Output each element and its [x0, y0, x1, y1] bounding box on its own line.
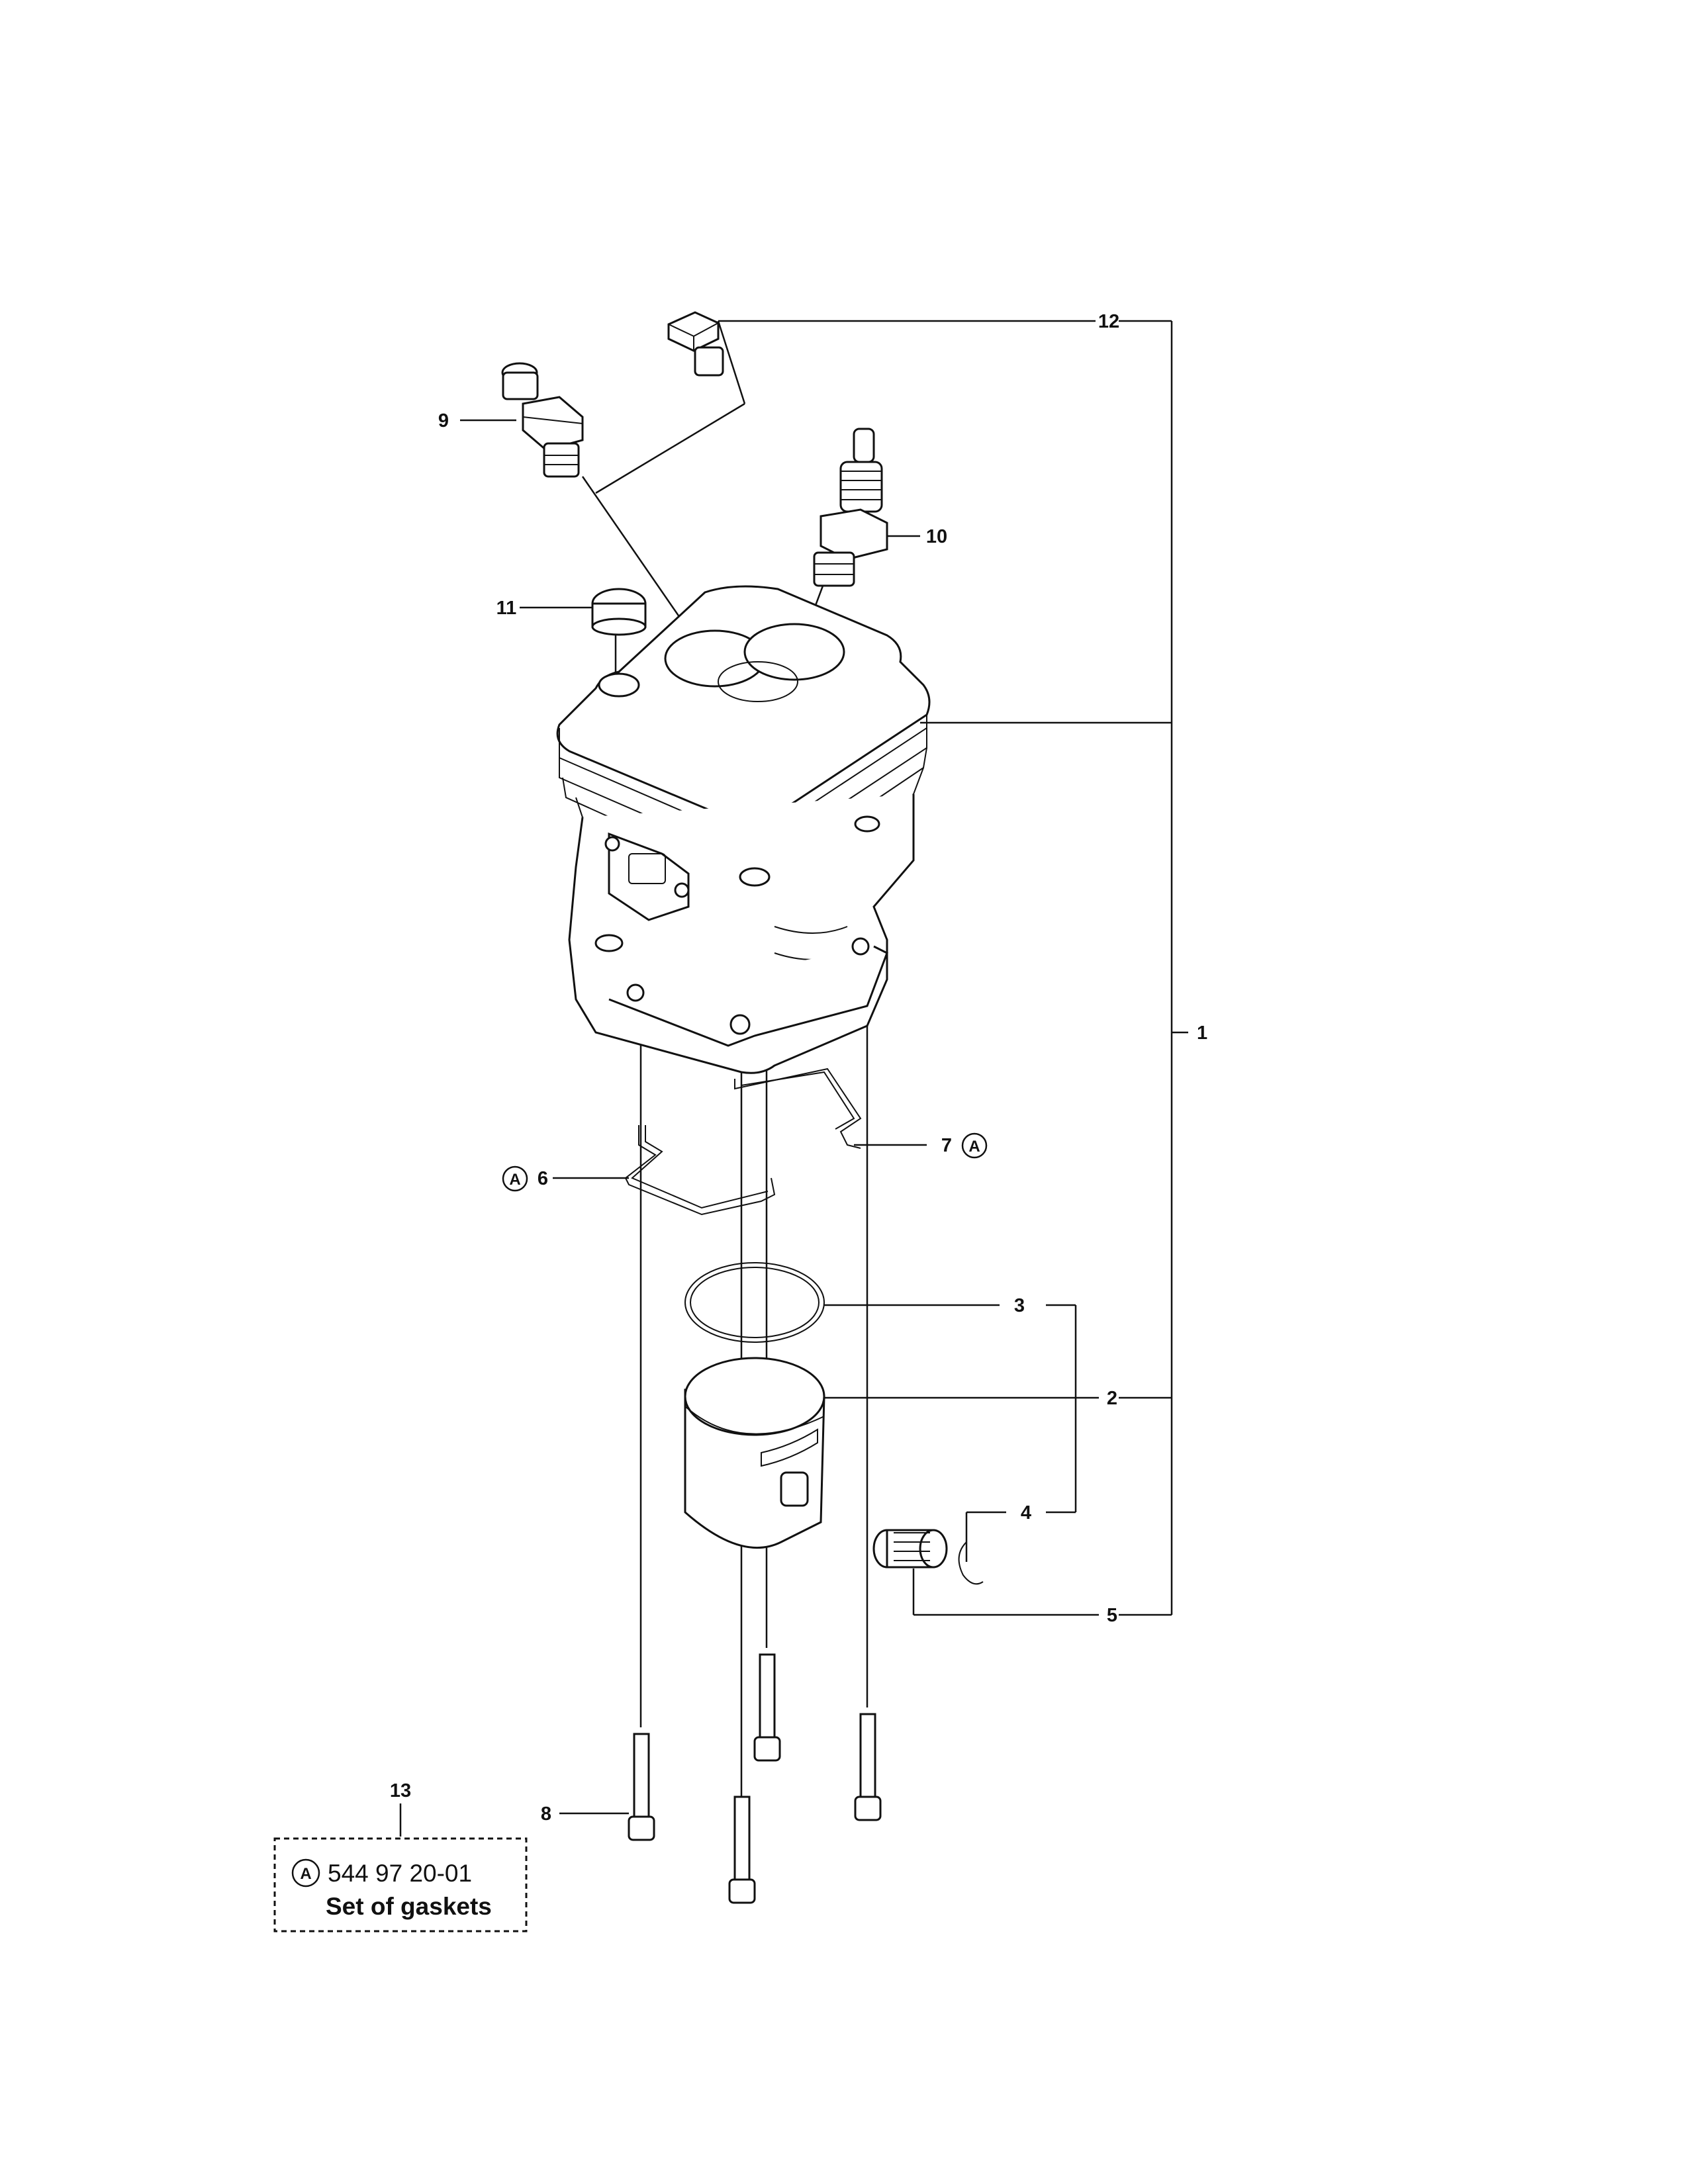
marker-a-item-6: A	[502, 1165, 528, 1192]
leader-lines	[399, 320, 1188, 1837]
plug-12-part	[667, 311, 724, 377]
callout-11: 11	[496, 598, 517, 619]
gasket-kit-box: A 544 97 20-01 Set of gaskets	[273, 1837, 528, 1933]
callout-4: 4	[1021, 1502, 1031, 1524]
callout-3: 3	[1014, 1295, 1025, 1316]
callout-13: 13	[390, 1780, 411, 1801]
piston-2-part	[684, 1357, 825, 1549]
cylinder-1-part	[556, 585, 931, 1074]
gasket-7-part	[734, 1068, 862, 1149]
callout-numbers: 12 1 9 10 11 3 2 4 5 6 7 8 13	[390, 311, 1207, 1825]
circlip-4-part	[958, 1541, 984, 1585]
piston-ring-3-part	[684, 1262, 825, 1343]
gasket-6-part	[624, 1125, 776, 1216]
marker-a-label: A	[509, 1171, 520, 1189]
callout-6: 6	[538, 1168, 548, 1189]
kit-marker-a: A	[300, 1865, 311, 1883]
callout-5: 5	[1107, 1605, 1117, 1626]
callout-1: 1	[1197, 1023, 1207, 1044]
callout-12: 12	[1098, 311, 1119, 332]
marker-a-label: A	[968, 1138, 980, 1156]
callout-7: 7	[941, 1135, 952, 1156]
callout-2: 2	[1107, 1388, 1117, 1409]
callout-8: 8	[541, 1803, 551, 1825]
valve-9-part	[501, 362, 584, 478]
spark-plug-10-part	[813, 428, 888, 587]
marker-a-item-7: A	[961, 1132, 988, 1159]
kit-description: Set of gaskets	[326, 1893, 492, 1920]
callout-9: 9	[438, 410, 449, 432]
callout-10: 10	[926, 526, 947, 547]
screws-8-part	[628, 1653, 882, 1904]
kit-part-number: 544 97 20-01	[328, 1860, 472, 1887]
cap-11-part	[591, 588, 647, 636]
needle-bearing-5-part	[872, 1529, 948, 1569]
